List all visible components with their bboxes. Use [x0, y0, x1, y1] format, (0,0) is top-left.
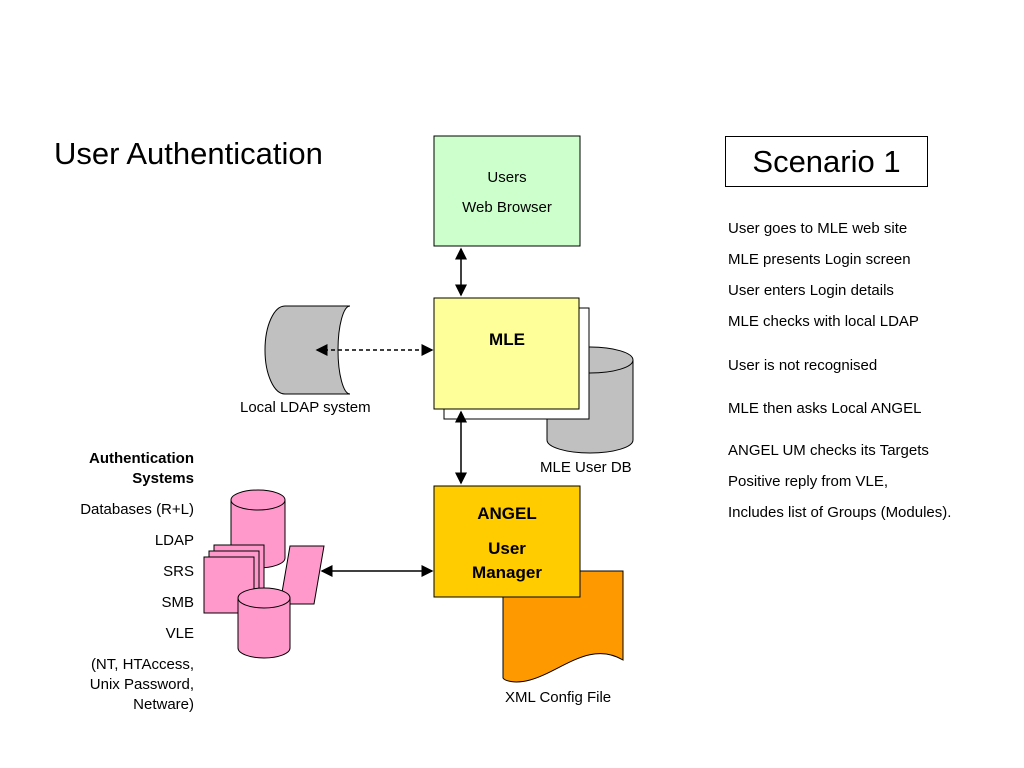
scenario-title: Scenario 1	[725, 136, 928, 187]
auth-systems-heading: Authentication Systems	[89, 450, 194, 487]
auth-item: Databases (R+L)	[80, 501, 194, 518]
step-item: Positive reply from VLE,	[728, 473, 889, 490]
ldap-label: Local LDAP system	[240, 399, 371, 416]
xml-config-file-icon	[502, 570, 624, 683]
auth-item: LDAP	[154, 532, 194, 549]
step-item: User enters Login details	[728, 282, 894, 299]
auth-item: (NT, HTAccess, Unix Password, Netware)	[89, 656, 194, 713]
auth-systems-icon	[203, 489, 325, 659]
step-item: MLE checks with local LDAP	[728, 313, 919, 330]
mle-box	[433, 297, 590, 420]
step-item: User is not recognised	[728, 357, 878, 374]
mle-label: MLE	[489, 330, 525, 349]
step-item: User goes to MLE web site	[728, 220, 908, 237]
auth-item: SMB	[161, 594, 194, 611]
step-item: Includes list of Groups (Modules).	[728, 504, 952, 521]
users-box	[433, 135, 581, 247]
auth-systems-list: Authentication Systems Databases (R+L) L…	[34, 449, 194, 726]
step-item: MLE then asks Local ANGEL	[728, 400, 922, 417]
angel-label: ANGEL	[477, 504, 537, 523]
ldap-cylinder-icon	[264, 305, 351, 395]
users-label: Users	[487, 169, 527, 186]
auth-item: SRS	[163, 563, 194, 580]
xml-config-label: XML Config File	[505, 689, 612, 706]
angel-box-label: ANGEL User Manager	[434, 502, 580, 585]
step-item: MLE presents Login screen	[728, 251, 911, 268]
web-browser-label: Web Browser	[462, 199, 552, 216]
step-item: ANGEL UM checks its Targets	[728, 442, 929, 459]
mle-db-label: MLE User DB	[540, 459, 632, 476]
user-label: User	[488, 539, 526, 558]
manager-label: Manager	[472, 563, 542, 582]
page-title: User Authentication	[54, 136, 323, 171]
angel-box	[433, 485, 581, 598]
auth-item: VLE	[165, 625, 194, 642]
users-box-label: Users Web Browser	[434, 163, 580, 223]
